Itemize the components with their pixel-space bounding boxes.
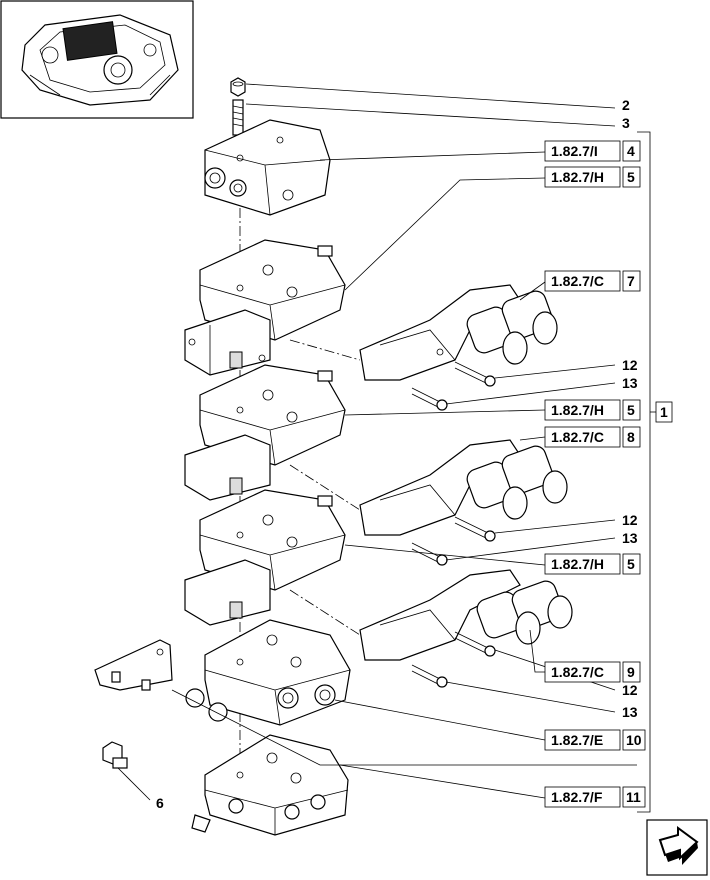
callout-9: 1.82.7/C 9 — [544, 661, 641, 683]
callout-6: 6 — [156, 795, 164, 811]
callout-number: 12 — [622, 682, 638, 698]
callout-number: 9 — [627, 664, 635, 680]
bracket-plate — [94, 639, 173, 691]
callout-8: 1.82.7/C 8 — [544, 426, 641, 448]
callout-ref: 1.82.7/I — [551, 143, 598, 159]
callout-13b: 13 — [622, 530, 638, 546]
assembly-bracket — [637, 131, 656, 813]
callout-11: 1.82.7/F 11 — [544, 786, 646, 808]
callout-12c: 12 — [622, 682, 638, 698]
section-block-1 — [184, 239, 346, 376]
callout-number: 13 — [622, 704, 638, 720]
leader-lines — [117, 83, 637, 801]
callout-5a: 1.82.7/H 5 — [544, 166, 641, 188]
callout-2: 2 — [622, 97, 630, 113]
callout-12b: 12 — [622, 512, 638, 528]
callout-ref: 1.82.7/C — [551, 273, 604, 289]
callout-number: 13 — [622, 375, 638, 391]
callout-ref: 1.82.7/E — [551, 732, 603, 748]
callout-10: 1.82.7/E 10 — [544, 729, 646, 751]
callout-5b: 1.82.7/H 5 — [544, 399, 641, 421]
callout-number: 2 — [622, 97, 630, 113]
callout-5c: 1.82.7/H 5 — [544, 553, 641, 575]
section-block-4 — [185, 619, 351, 726]
callout-number: 3 — [622, 115, 630, 131]
callout-number: 12 — [622, 512, 638, 528]
next-page-arrow-icon[interactable] — [646, 819, 708, 876]
top-cover-block — [204, 119, 331, 216]
callout-number: 5 — [627, 556, 635, 572]
stud-part — [232, 99, 244, 136]
callout-13a: 13 — [622, 375, 638, 391]
callout-13c: 13 — [622, 704, 638, 720]
callout-3: 3 — [622, 115, 630, 131]
section-block-3 — [184, 489, 346, 626]
callout-number: 5 — [627, 169, 635, 185]
callout-ref: 1.82.7/H — [551, 556, 604, 572]
bolts — [411, 361, 496, 688]
callout-assembly-1: 1 — [655, 401, 673, 423]
callout-number: 7 — [627, 273, 635, 289]
section-block-5 — [191, 734, 349, 836]
coupler-assembly-1 — [359, 284, 558, 381]
callout-ref: 1.82.7/H — [551, 402, 604, 418]
plug-part — [102, 741, 128, 769]
callout-number: 5 — [627, 402, 635, 418]
callout-ref: 1.82.7/F — [551, 789, 603, 805]
callout-number: 1 — [660, 404, 668, 420]
callout-ref: 1.82.7/H — [551, 169, 604, 185]
callout-number: 6 — [156, 795, 164, 811]
callout-4: 1.82.7/I 4 — [544, 140, 641, 162]
connector-lines — [289, 339, 361, 636]
callout-number: 13 — [622, 530, 638, 546]
coupler-assembly-3 — [359, 569, 573, 661]
nut-part — [230, 77, 246, 97]
section-block-2 — [184, 364, 346, 501]
callout-number: 4 — [627, 143, 635, 159]
callout-number: 10 — [626, 732, 642, 748]
thumbnail-overview — [0, 0, 194, 119]
callout-number: 8 — [627, 429, 635, 445]
callout-12a: 12 — [622, 357, 638, 373]
callout-number: 12 — [622, 357, 638, 373]
callout-number: 11 — [626, 789, 641, 805]
coupler-assembly-2 — [359, 439, 568, 536]
callout-ref: 1.82.7/C — [551, 664, 604, 680]
callout-ref: 1.82.7/C — [551, 429, 604, 445]
callout-7: 1.82.7/C 7 — [544, 270, 641, 292]
